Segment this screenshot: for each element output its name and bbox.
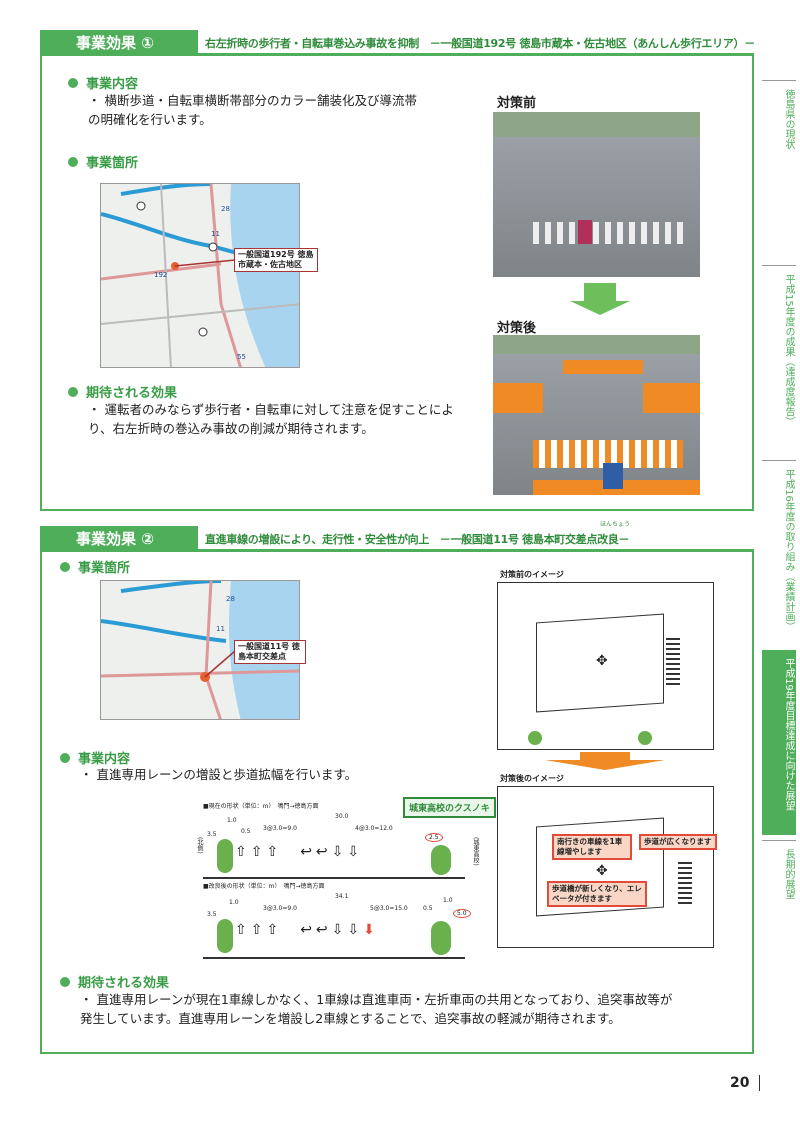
section2-tab: 事業効果 ② (40, 526, 198, 552)
section1-location-heading: 事業箇所 (68, 152, 138, 171)
section1-map: 192 11 28 55 (100, 183, 300, 368)
svg-text:28: 28 (221, 205, 230, 213)
cross-section-diagram: 城東高校のクスノキ ■現在の形状（単位：m） 鳴門→徳島方面 30.0 3@3.… (195, 797, 496, 962)
section1-title: 右左折時の歩行者・自転車巻込み事故を抑制 －一般国道192号 徳島市蔵本・佐古地… (205, 37, 755, 50)
section1-tab: 事業効果 ① (40, 30, 198, 56)
section2-content-text: ・ 直進専用レーンの増設と歩道拡幅を行います。 (80, 767, 358, 782)
side-tab-h19-outlook[interactable]: 平成19年度目標達成に向けた展望 (762, 650, 796, 835)
svg-text:192: 192 (154, 271, 167, 279)
section2-ruby: ほんちょう (600, 521, 631, 528)
section2-map-label: 一般国道11号 徳島本町交差点 (234, 640, 306, 664)
section2-effect-text: ・ 直進専用レーンが現在1車線しかなく、1車線は直進車両・左折車両の共用となって… (80, 992, 673, 1026)
before-image-label: 対策前のイメージ (500, 570, 564, 579)
side-tab-long-term[interactable]: 長期的展望 (762, 840, 796, 930)
section2-title: 直進車線の増設により、走行性・安全性が向上 －一般国道11号 徳島本町交差点改良… (205, 533, 630, 546)
side-tab-h15-results[interactable]: 平成15年度の成果（達成度報告） (762, 265, 796, 460)
down-arrow-icon (584, 283, 616, 301)
section1-content-text: ・ 横断歩道・自転車横断帯部分のカラー舗装化及び導流帯の明確化を行います。 (88, 93, 417, 127)
section2-location-heading: 事業箇所 (60, 557, 130, 576)
section1-effect-text: ・ 運転者のみならず歩行者・自転車に対して注意を促すことにより、右左折時の巻込み… (88, 402, 454, 436)
before-photo (493, 112, 700, 277)
svg-text:11: 11 (216, 625, 225, 633)
svg-text:11: 11 (211, 230, 220, 238)
callout-bridge: 歩道橋が新しくなり、エレベータが付きます (547, 881, 647, 907)
tree-label: 城東高校のクスノキ (403, 797, 496, 818)
after-intersection-diagram: ✥ (497, 786, 714, 948)
svg-text:55: 55 (237, 353, 246, 361)
page-number: 20 (730, 1075, 761, 1091)
after-photo-label: 対策後 (497, 321, 537, 336)
section1-map-label: 一般国道192号 徳島市蔵本・佐古地区 (234, 248, 318, 272)
section2-map: 28 11 (100, 580, 300, 720)
down-arrow-head-icon (545, 760, 665, 770)
section1-box (40, 56, 754, 511)
section1-content-heading: 事業内容 (68, 73, 138, 92)
side-tab-h16-plan[interactable]: 平成16年度の取り組み（業績計画） (762, 460, 796, 645)
callout-sidewalk: 歩道が広くなります (639, 834, 717, 850)
section2-header: 事業効果 ② 直進車線の増設により、走行性・安全性が向上 －一般国道11号 徳島… (40, 521, 754, 552)
tree-icon (431, 845, 451, 875)
tree-icon (217, 919, 233, 953)
tree-icon (217, 839, 233, 873)
section2-box (40, 552, 754, 1054)
section2-content-heading: 事業内容 (60, 748, 130, 767)
side-tab-current-status[interactable]: 徳島県の現状 (762, 80, 796, 265)
svg-text:28: 28 (226, 595, 235, 603)
before-intersection-diagram: ✥ (497, 582, 714, 750)
before-photo-label: 対策前 (497, 96, 537, 111)
tree-icon (431, 921, 451, 955)
down-arrow-icon (580, 752, 630, 760)
after-image-label: 対策後のイメージ (500, 774, 564, 783)
down-arrow-head-icon (570, 301, 630, 315)
section1-header: 事業効果 ① 右左折時の歩行者・自転車巻込み事故を抑制 －一般国道192号 徳島… (40, 30, 755, 56)
callout-lane: 南行きの車線を1車線増やします (552, 834, 632, 860)
after-photo (493, 335, 700, 495)
section1-effect-heading: 期待される効果 (68, 382, 177, 401)
section2-effect-heading: 期待される効果 (60, 972, 169, 991)
